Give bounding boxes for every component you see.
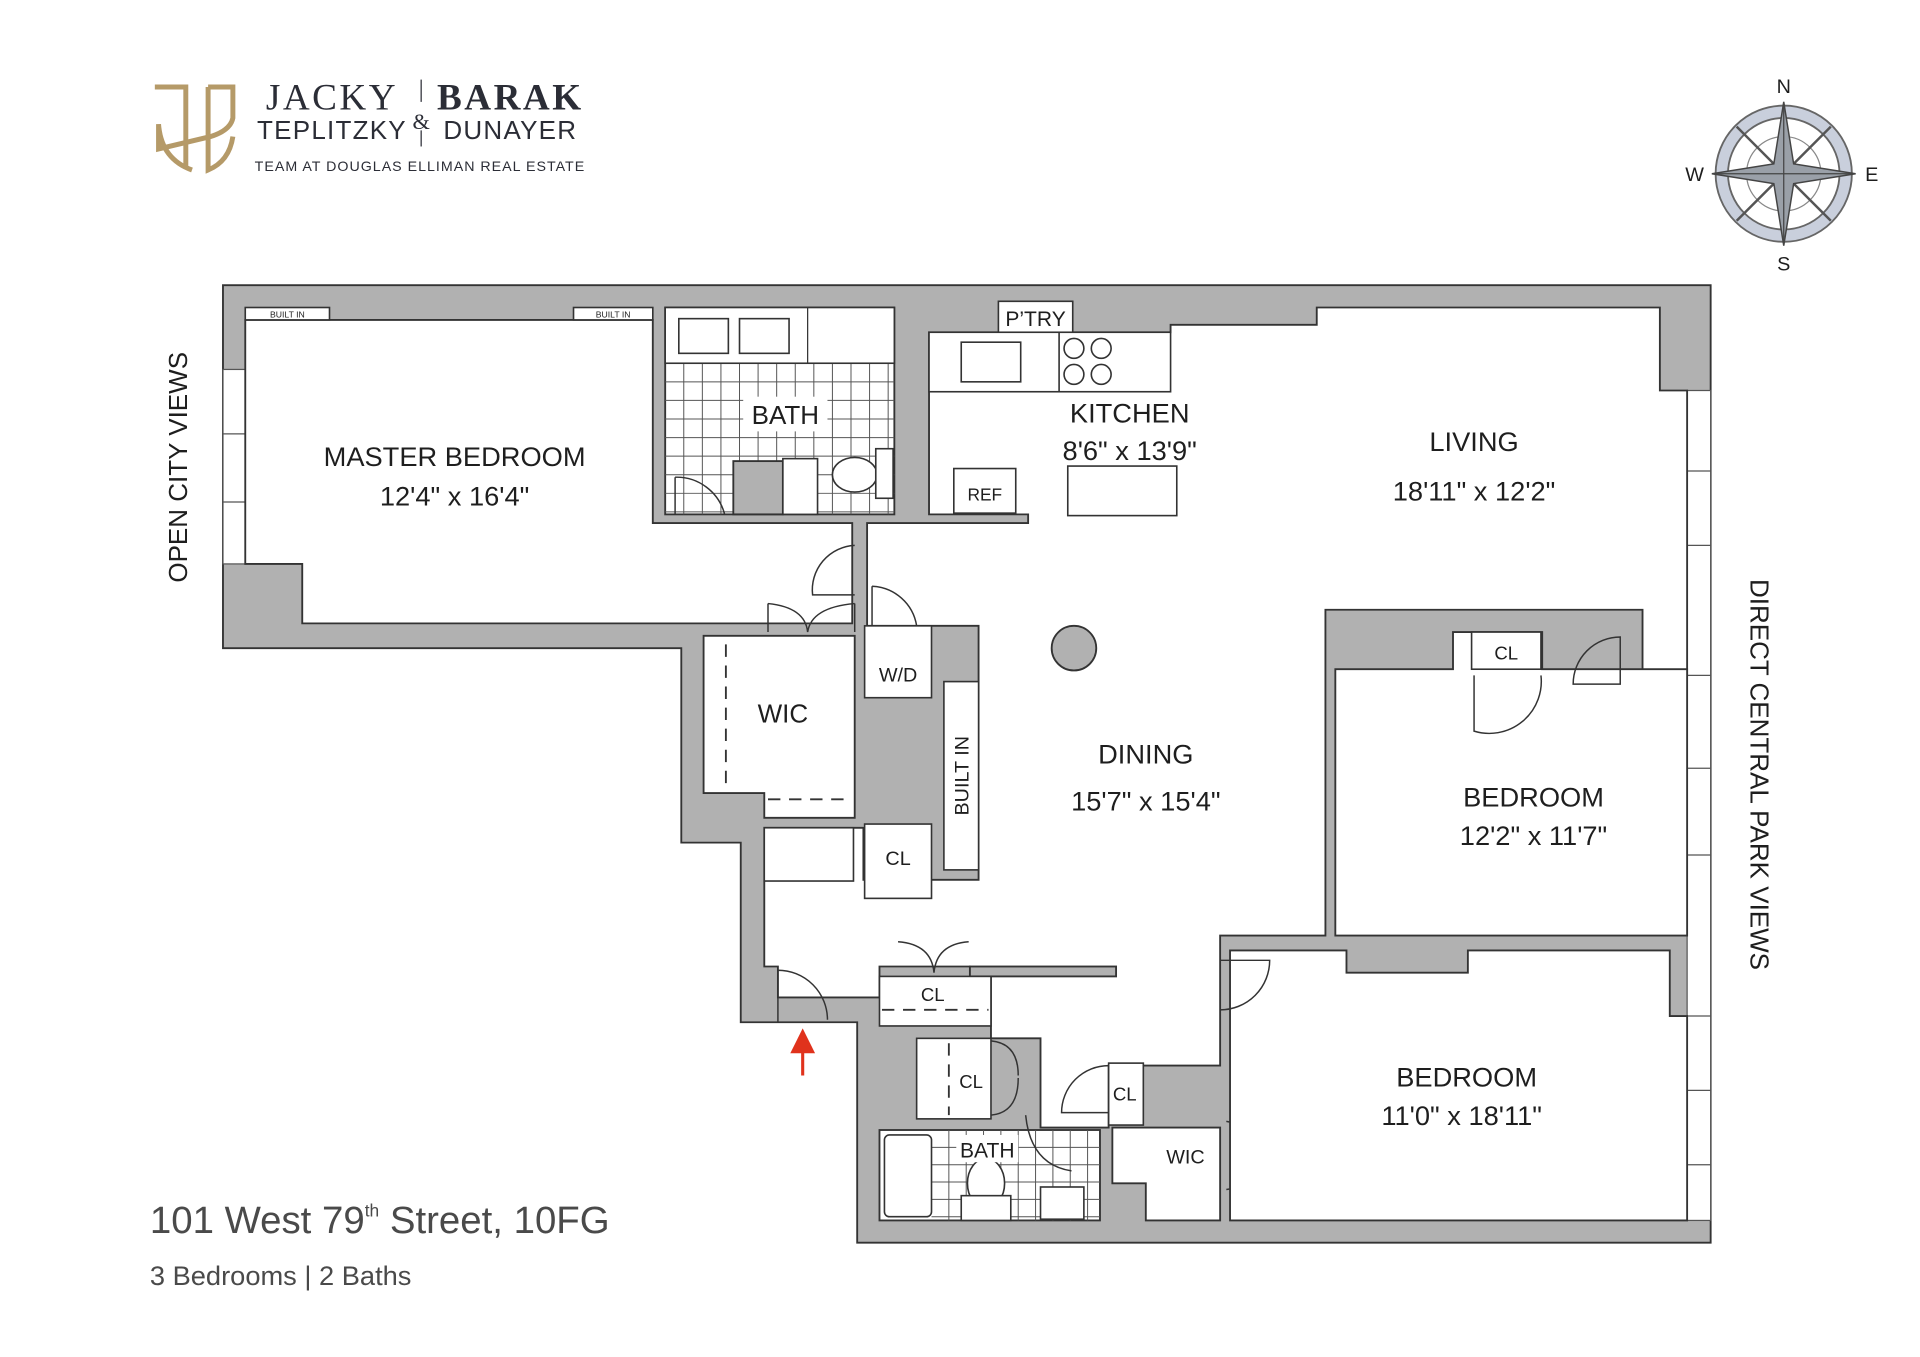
closet-2	[915, 1037, 992, 1120]
bedroom-3-size: 11'0" x 18'11"	[1381, 1100, 1542, 1131]
cl-2-label: CL	[959, 1071, 983, 1092]
address-superscript: th	[365, 1201, 379, 1221]
room-labels: MASTER BEDROOM 12'4" x 16'4" KITCHEN 8'6…	[324, 398, 1608, 1131]
brand-name-1-first: JACKY	[266, 77, 398, 118]
wic-2-label: WIC	[1166, 1146, 1204, 1168]
toilet-icon	[831, 456, 878, 493]
dining-size: 15'7" x 15'4"	[1071, 785, 1220, 816]
pantry-label: P’TRY	[1005, 308, 1065, 331]
bedroom-2	[1334, 631, 1689, 937]
compass-w: W	[1685, 164, 1704, 186]
wd-label: W/D	[879, 665, 917, 687]
built-in-2	[572, 306, 654, 321]
brand-ampersand: &	[412, 109, 429, 134]
washer-dryer	[863, 625, 933, 699]
sink-icon	[1039, 1186, 1085, 1221]
closet-3	[1107, 1062, 1145, 1126]
brand-logo: JACKY TEPLITZKY & BARAK DUNAYER TEAM AT …	[154, 77, 586, 175]
sink-icon	[678, 317, 730, 355]
kitchen-label: KITCHEN	[1070, 398, 1190, 429]
bedroom-3-label: BEDROOM	[1396, 1062, 1537, 1093]
kitchen-size: 8'6" x 13'9"	[1063, 435, 1197, 466]
bath-2-label: BATH	[960, 1139, 1015, 1162]
kitchen-island	[1066, 465, 1178, 517]
cl-3-label: CL	[1113, 1083, 1137, 1104]
pantry	[997, 300, 1074, 334]
bath-2: BATH	[878, 1115, 1101, 1222]
brand-name-2-last: DUNAYER	[443, 115, 577, 145]
address-main: 101 West 79	[150, 1199, 365, 1242]
kitchen-sink-icon	[960, 341, 1022, 383]
master-bath-label: BATH	[752, 400, 819, 430]
closet-hall	[863, 823, 933, 900]
entry-arrow-icon	[790, 1028, 816, 1076]
bathtub-icon	[883, 1134, 933, 1218]
brand-tagline: TEAM AT DOUGLAS ELLIMAN REAL ESTATE	[255, 159, 586, 175]
view-label-west: OPEN CITY VIEWS	[163, 352, 193, 583]
dining-label: DINING	[1098, 738, 1193, 769]
living-label: LIVING	[1429, 426, 1518, 457]
master-bedroom-size: 12'4" x 16'4"	[380, 481, 529, 512]
brand-name-1-last: TEPLITZKY	[257, 115, 407, 145]
built-in-1-label: BUILT IN	[270, 309, 305, 319]
view-label-east: DIRECT CENTRAL PARK VIEWS	[1744, 579, 1774, 970]
sink-icon	[738, 317, 790, 355]
column	[1050, 624, 1098, 672]
master-wic	[702, 634, 856, 819]
master-wic-label: WIC	[758, 698, 809, 728]
cl-foyer-label: CL	[921, 984, 945, 1005]
compass-e: E	[1865, 164, 1878, 186]
living-size: 18'11" x 12'2"	[1393, 476, 1556, 507]
master-bath: BATH	[664, 306, 896, 516]
built-in-1	[244, 306, 331, 321]
bedroom-3	[1229, 949, 1689, 1222]
listing-summary: 3 Bedrooms | 2 Baths	[150, 1260, 412, 1291]
master-bedroom-label: MASTER BEDROOM	[324, 441, 586, 472]
closet-foyer	[878, 975, 992, 1027]
refrigerator	[953, 467, 1017, 514]
cl-bedroom2-label: CL	[1494, 642, 1518, 663]
bedroom-2-size: 12'2" x 11'7"	[1460, 820, 1607, 851]
compass-n: N	[1777, 76, 1791, 98]
bedroom-2-label: BEDROOM	[1463, 782, 1604, 813]
ref-label: REF	[967, 485, 1002, 505]
brand-name-2-first: BARAK	[437, 77, 584, 118]
windows-east	[1686, 389, 1712, 1222]
compass-s: S	[1777, 253, 1790, 275]
compass-icon: N S E W	[1685, 76, 1878, 275]
wic-2	[1111, 1126, 1222, 1222]
stove-icon	[1058, 332, 1112, 392]
windows-west	[222, 368, 246, 565]
listing-address: 101 West 79th Street, 10FG	[150, 1199, 610, 1242]
logo-mark-icon	[154, 84, 236, 174]
address-rest: Street, 10FG	[379, 1199, 609, 1242]
closet-bedroom-2	[1470, 631, 1542, 671]
built-in-2-label: BUILT IN	[596, 309, 631, 319]
built-in-hall-label: BUILT IN	[952, 736, 974, 816]
master-bedroom-area	[244, 318, 854, 625]
built-in-hall	[943, 680, 980, 871]
storage	[763, 826, 855, 882]
cl-hall-label: CL	[885, 848, 910, 870]
